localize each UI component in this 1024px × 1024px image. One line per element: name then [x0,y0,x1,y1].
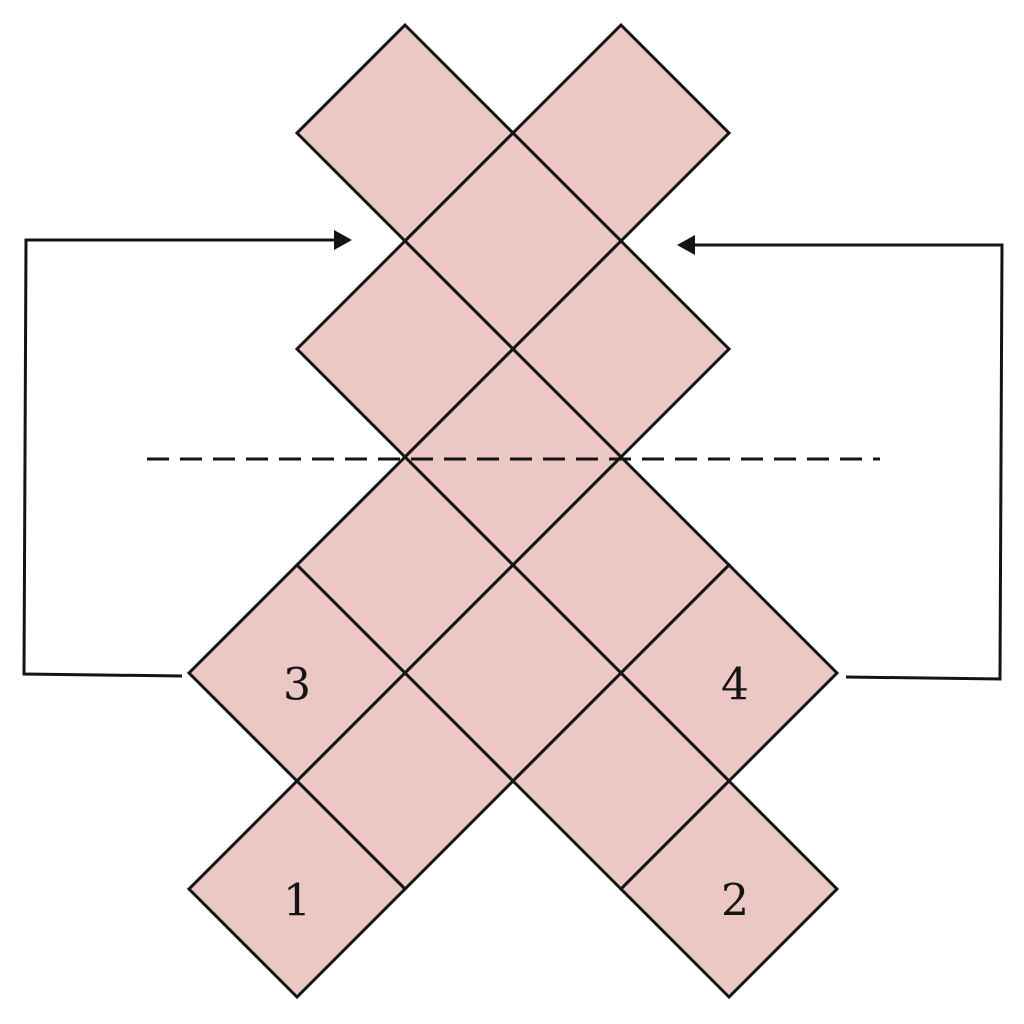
tiles-layer [186,22,840,1000]
left-arrow-path [22,238,336,678]
labels-layer: 3 4 1 2 [283,660,749,927]
right-arrow-path [694,243,1004,681]
tile-1 [186,778,408,1000]
tile-label-2: 2 [721,876,749,927]
tile-label-4: 4 [721,660,749,711]
right-arrowhead [677,235,695,255]
left-arrowhead [334,230,352,250]
tile-2 [618,778,840,1000]
tile-label-3: 3 [283,660,311,711]
tile-label-1: 1 [283,876,311,927]
